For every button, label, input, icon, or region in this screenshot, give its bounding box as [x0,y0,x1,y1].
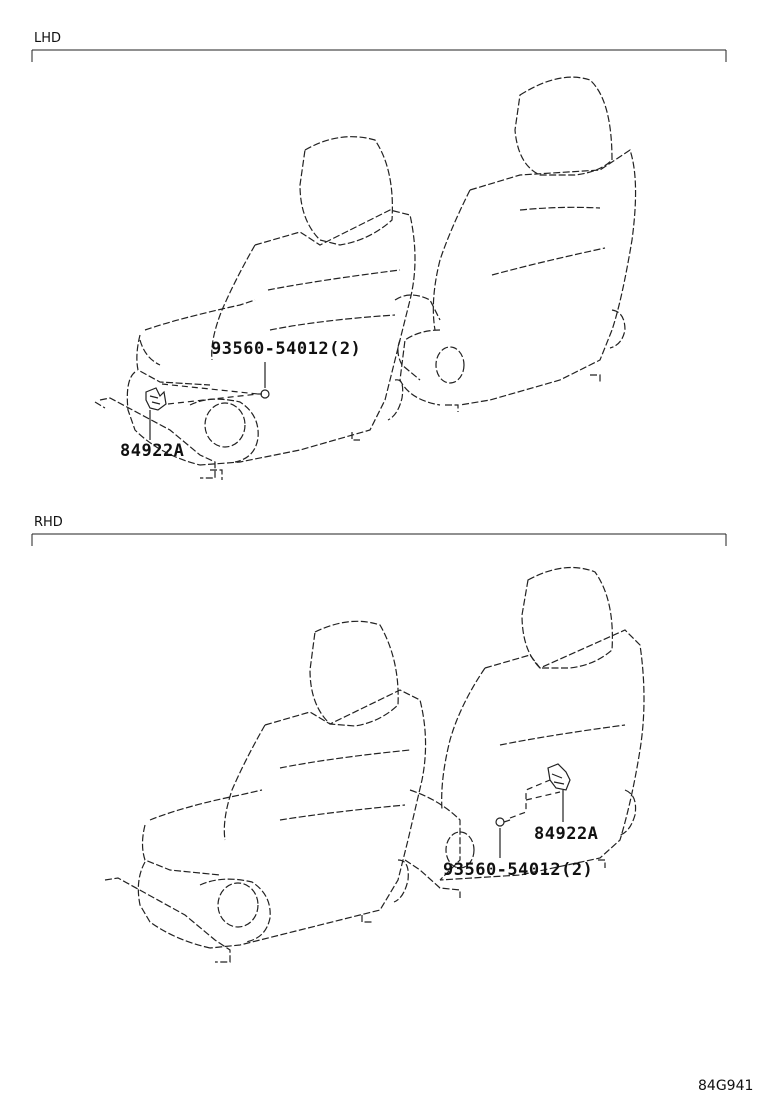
rhd-seat-front [104,620,427,963]
rhd-assembly-line-2 [525,791,561,801]
lhd-screw-part-number: 93560-54012(2) [211,339,362,359]
section-label-lhd: LHD [34,31,62,46]
lhd-clip-part [145,387,167,411]
rhd-screw-part [495,817,511,827]
lhd-seat-front [94,136,416,480]
rhd-assembly-line [509,779,551,819]
lhd-assembly-line [167,393,259,405]
rhd-clip-part-number: 84922A [534,824,599,844]
rhd-clip-part [547,763,571,791]
rhd-frame [31,533,727,546]
lhd-seat-rear [394,76,637,412]
lhd-screw-part [258,389,270,399]
section-label-rhd: RHD [34,515,63,530]
rhd-screw-part-number: 93560-54012(2) [443,860,594,880]
lhd-clip-part-number: 84922A [120,441,185,461]
lhd-frame [31,49,727,62]
diagram-id: 84G941 [698,1078,754,1094]
lhd-assembly-line-2 [161,383,259,395]
rhd-seat-rear [404,566,645,898]
